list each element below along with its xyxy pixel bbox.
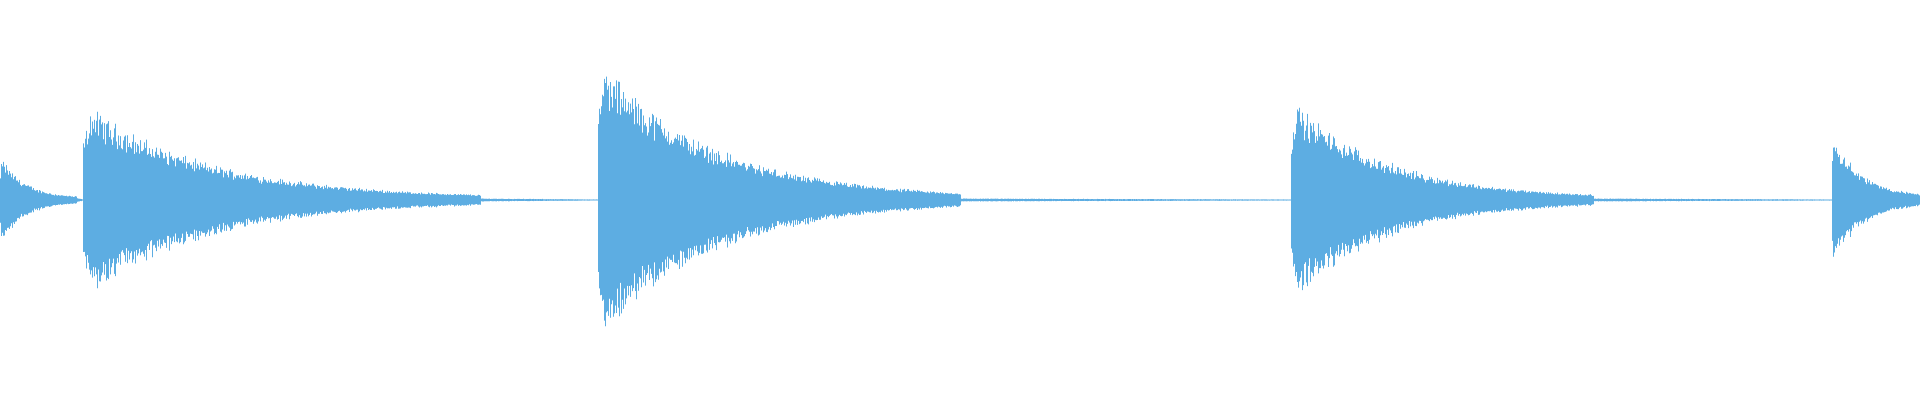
waveform-path — [0, 76, 1920, 327]
waveform-trace — [0, 76, 1920, 327]
